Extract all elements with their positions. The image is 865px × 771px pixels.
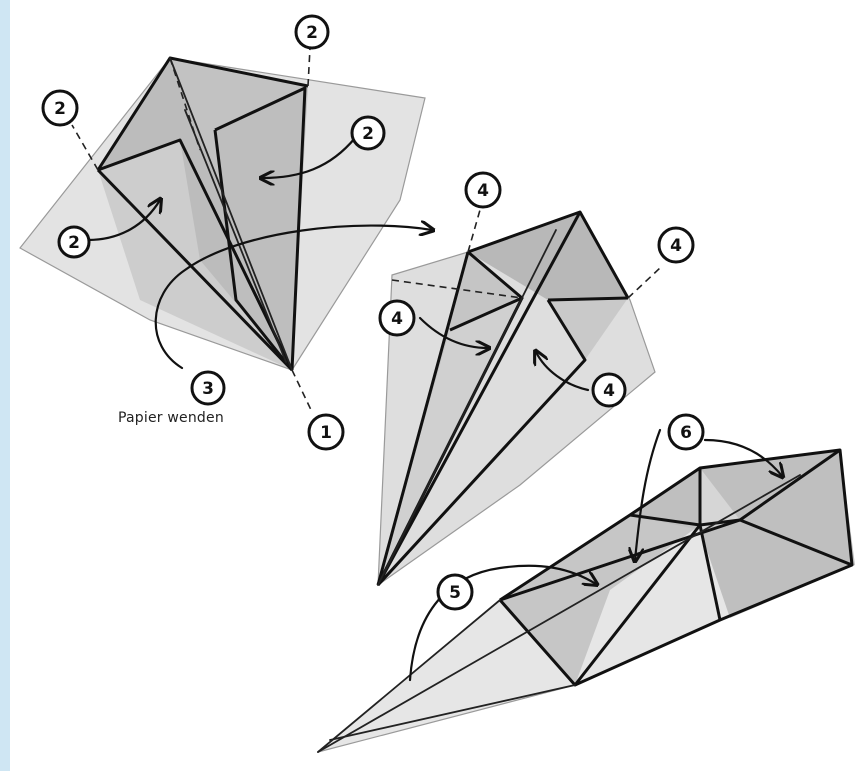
svg-text:4: 4 — [603, 381, 615, 401]
svg-text:2: 2 — [362, 124, 374, 144]
svg-text:1: 1 — [320, 423, 332, 443]
step-badge-2: 2 — [352, 117, 384, 149]
svg-text:2: 2 — [68, 233, 80, 253]
step-badge-4: 4 — [659, 228, 693, 262]
turn-paper-caption: Papier wenden — [118, 410, 224, 426]
svg-text:5: 5 — [449, 583, 461, 603]
step-badge-4: 4 — [593, 374, 625, 406]
step-badge-1: 1 — [309, 415, 343, 449]
svg-text:2: 2 — [54, 99, 66, 119]
svg-text:3: 3 — [202, 379, 214, 399]
step-badge-6: 6 — [669, 415, 703, 449]
step-badge-4: 4 — [380, 301, 414, 335]
svg-text:2: 2 — [306, 23, 318, 43]
step-badge-2: 2 — [59, 227, 89, 257]
svg-text:4: 4 — [670, 236, 682, 256]
step-badge-2: 2 — [43, 91, 77, 125]
step-badge-3: 3 — [192, 372, 224, 404]
step-badge-2: 2 — [296, 16, 328, 48]
svg-text:6: 6 — [680, 423, 692, 443]
svg-text:4: 4 — [391, 309, 403, 329]
svg-text:4: 4 — [477, 181, 489, 201]
step-badge-5: 5 — [438, 575, 472, 609]
step-badge-4: 4 — [466, 173, 500, 207]
